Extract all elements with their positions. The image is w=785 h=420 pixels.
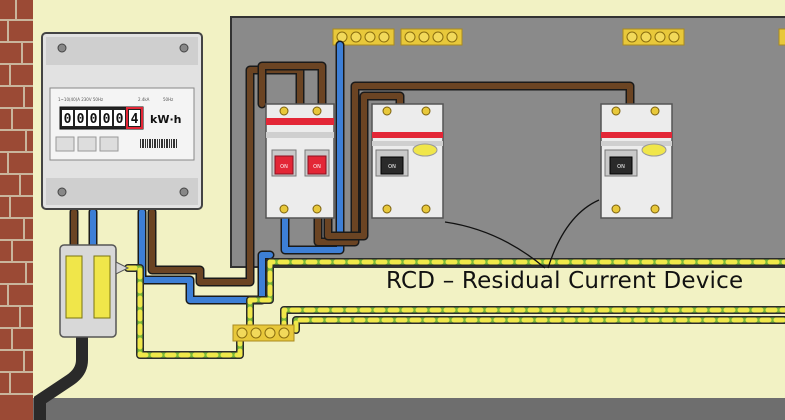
meter-spec-text: 1~10(40)A 230V 50Hz — [58, 97, 103, 102]
meter-digit: 0 — [116, 112, 124, 127]
rcd-1-toggle[interactable] — [380, 156, 404, 175]
main-switch: ON ON — [265, 103, 335, 219]
rcd-2-label: ON — [617, 164, 625, 170]
rcd-2-toggle[interactable] — [609, 156, 633, 175]
rcd-1: ON — [371, 103, 444, 219]
earth-wires — [124, 258, 785, 359]
main-switch-right-toggle[interactable] — [307, 155, 327, 175]
rcd-2: ON — [600, 103, 673, 219]
meter-digit: 0 — [90, 112, 98, 127]
busbar-top-4-partial — [778, 28, 785, 46]
meter-digit: 0 — [103, 112, 111, 127]
electricity-meter: 1~10(40)A 230V 50Hz 2.4kA 50Hz 0 0 0 0 0… — [41, 32, 203, 210]
rcd-caption: RCD – Residual Current Device — [386, 268, 744, 294]
busbar-top-3 — [622, 28, 685, 46]
barcode-icon — [140, 139, 177, 148]
main-switch-left-toggle[interactable] — [274, 155, 294, 175]
meter-rating-text: 2.4kA — [138, 97, 150, 102]
meter-digit: 0 — [77, 112, 85, 127]
meter-unit-label: kW·h — [150, 113, 181, 126]
meter-digit: 4 — [131, 112, 139, 127]
rcd-1-label: ON — [388, 164, 396, 170]
main-switch-right-label: ON — [313, 164, 321, 170]
caption-pointer-lines — [444, 199, 600, 269]
meter-screw-icon — [57, 43, 67, 53]
service-cable — [34, 324, 88, 420]
meter-digit: 0 — [64, 112, 72, 127]
rcd-2-test-button[interactable] — [641, 143, 667, 157]
main-switch-left-label: ON — [280, 164, 288, 170]
rcd-1-test-button[interactable] — [412, 143, 438, 157]
meter-extra-text: 50Hz — [163, 97, 173, 102]
brick-wall — [0, 0, 33, 420]
floor-strip — [0, 398, 785, 420]
meter-digits: 0 0 0 0 0 4 — [62, 107, 143, 129]
earth-busbar — [232, 324, 295, 342]
busbar-top-1 — [332, 28, 395, 46]
busbar-top-2 — [400, 28, 463, 46]
service-cutout — [59, 244, 130, 338]
